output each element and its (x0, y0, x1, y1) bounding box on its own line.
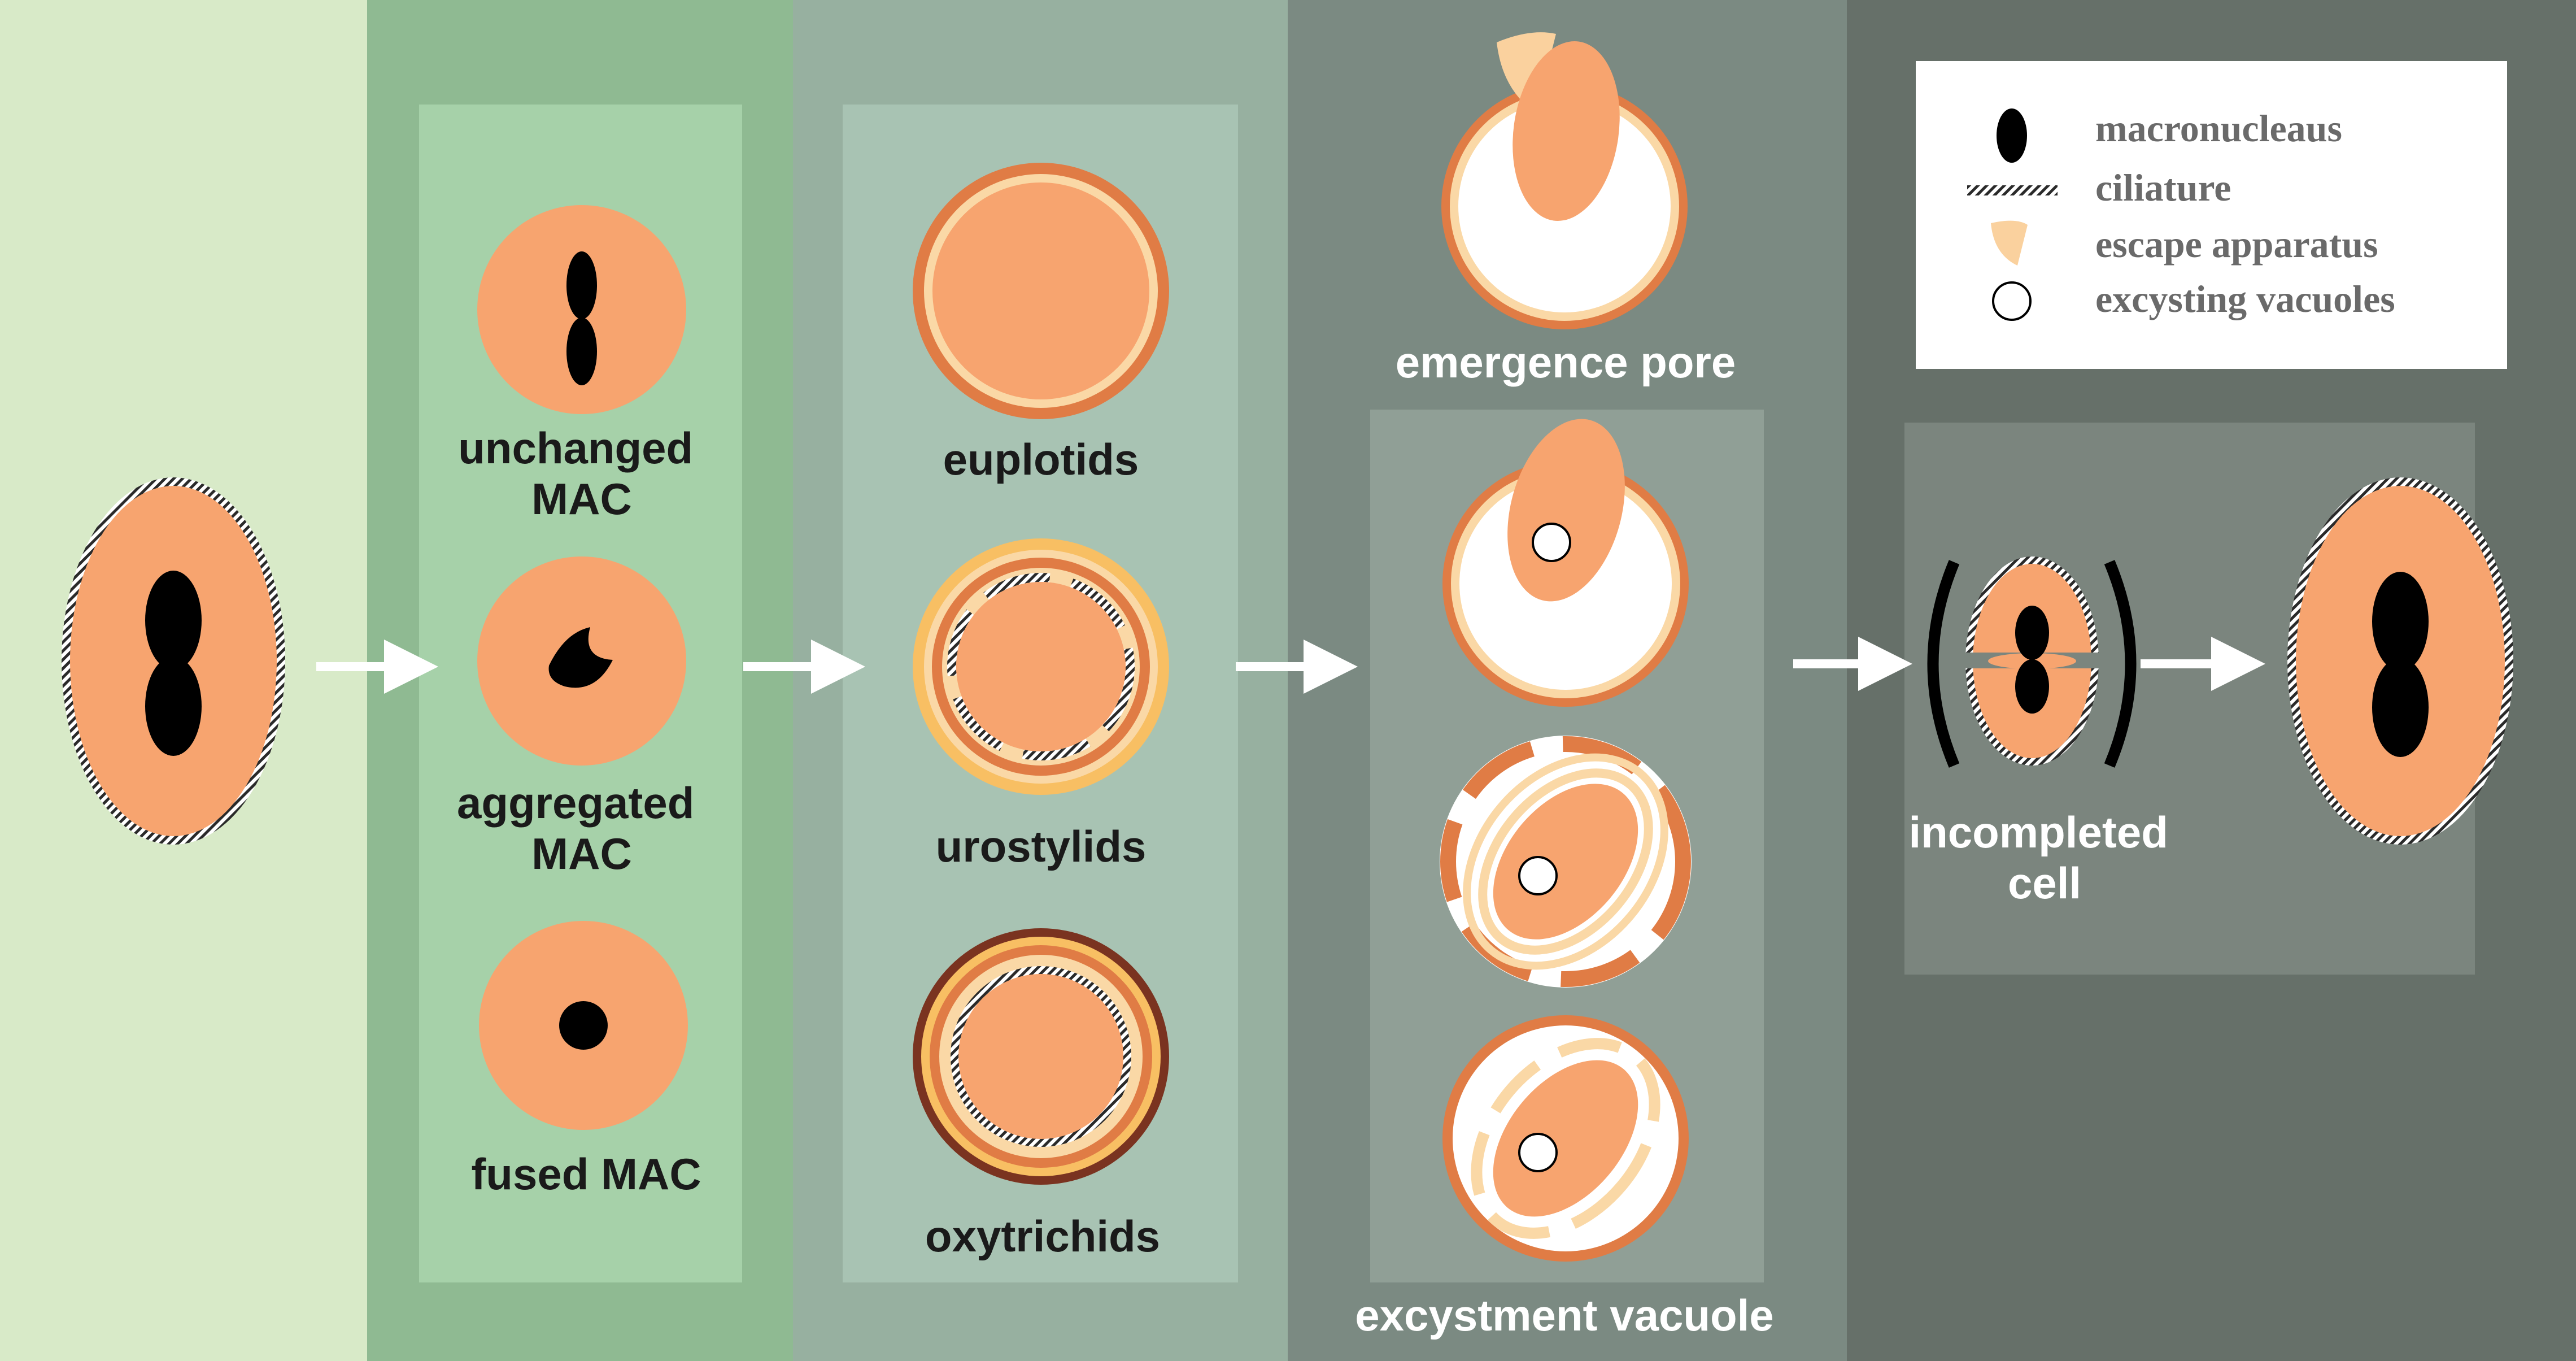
escape-apparatus-icon (1991, 220, 2028, 266)
fused-mac-cyst (479, 921, 688, 1130)
label-excystment-vacuole: excystment vacuole (1355, 1290, 1773, 1340)
excysting-vacuole-icon (1518, 1133, 1558, 1172)
label-emergence-pore: emergence pore (1396, 337, 1736, 387)
unchanged-mac-cyst (477, 205, 686, 414)
macronucleus-icon (2015, 659, 2049, 714)
macronucleus-icon (2372, 658, 2429, 757)
label-urostylids: urostylids (936, 821, 1147, 871)
legend: macronucleaus ciliature escape apparatus… (1916, 61, 2507, 369)
macronucleus-icon (145, 571, 202, 756)
excysting-vacuole-icon (1992, 281, 2032, 321)
legend-label-ciliature: ciliature (2095, 166, 2231, 209)
label-unchanged-mac: unchanged MAC (458, 423, 705, 524)
aggregated-mac-cyst (477, 556, 686, 766)
legend-label-escape-apparatus: escape apparatus (2095, 223, 2378, 266)
excystment-vacuole-cyst-1 (1442, 419, 1689, 707)
incompleted-cell (1927, 556, 2137, 768)
urostylids-cyst (913, 538, 1169, 795)
excystment-vacuole-cyst-3 (1442, 1015, 1689, 1262)
legend-label-macronucleaus: macronucleaus (2095, 107, 2342, 150)
label-aggregated-mac: aggregated MAC (457, 778, 707, 879)
excysting-vacuole-icon (1518, 856, 1558, 895)
oxytrichids-cyst (913, 928, 1169, 1185)
ciliature-icon (1967, 185, 2058, 195)
macronucleus-icon (1997, 108, 2027, 163)
label-oxytrichids: oxytrichids (925, 1211, 1160, 1261)
excystment-vacuole-cyst-2 (1440, 736, 1692, 988)
euplotids-cyst (913, 163, 1169, 419)
excysting-vacuole-icon (1532, 523, 1571, 562)
right-bracket (2104, 560, 2137, 768)
macronucleus-icon (2372, 572, 2429, 671)
label-euplotids: euplotids (943, 434, 1139, 484)
label-fused-mac: fused MAC (471, 1149, 701, 1199)
left-bracket (1927, 560, 1960, 768)
macronucleus-icon (2015, 606, 2049, 660)
label-incompleted-cell: incompleted cell (1908, 807, 2180, 908)
legend-label-excysting-vacuoles: excysting vacuoles (2095, 277, 2395, 320)
emergence-pore-cyst (1441, 32, 1688, 329)
vegetative-cell (62, 477, 285, 845)
restored-vegetative-cell (2287, 477, 2513, 845)
